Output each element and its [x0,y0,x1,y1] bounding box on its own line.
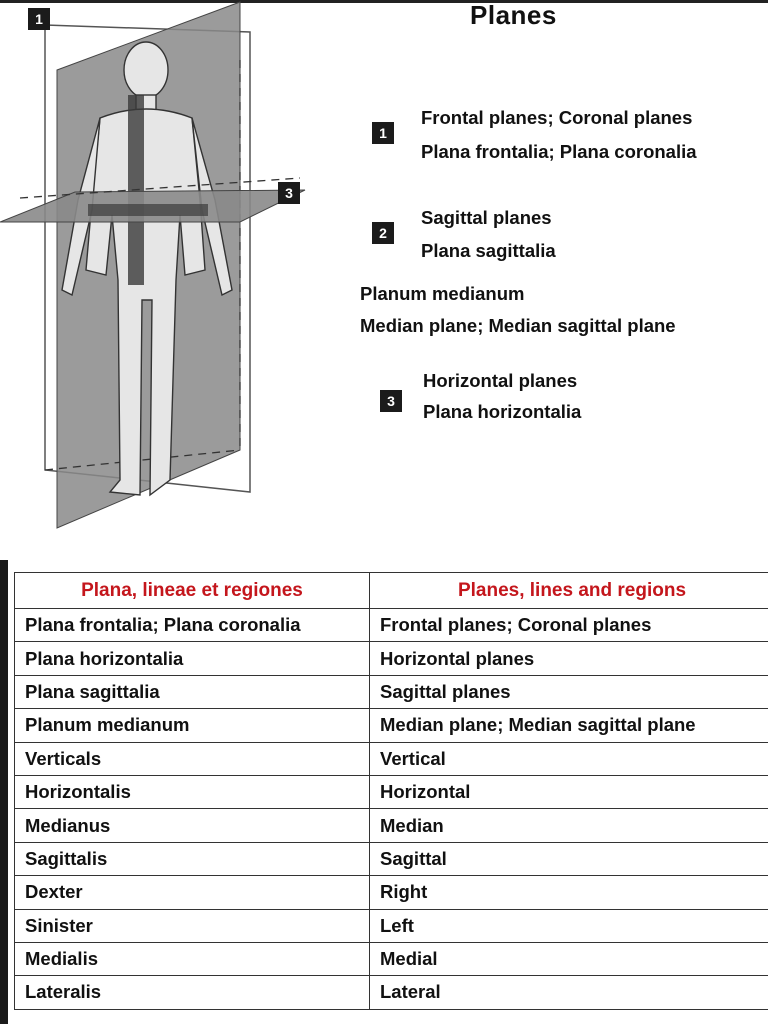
legend-median-line1: Planum medianum [360,283,525,304]
header-english: Planes, lines and regions [369,572,768,609]
cell-latin: Dexter [14,875,370,910]
legend-horizontal-line2: Plana horizontalia [423,401,582,422]
cell-english: Vertical [369,741,768,776]
left-edge-border [0,560,8,1024]
cell-english: Frontal planes; Coronal planes [369,607,768,643]
cell-latin: Plana frontalia; Plana coronalia [14,607,370,643]
legend-frontal-line2: Plana frontalia; Plana coronalia [421,141,697,162]
cell-english: Horizontal [369,774,768,810]
legend-sagittal-line2: Plana sagittalia [421,240,556,261]
cell-latin: Lateralis [14,975,370,1010]
badge-horizontal-plane: 3 [278,182,300,204]
terminology-table-container: Plana, lineae et regiones Planes, lines … [14,572,768,1010]
legend-number-1: 1 [372,122,394,144]
terminology-table: Plana, lineae et regiones Planes, lines … [14,572,768,1010]
legend-number-3: 3 [380,390,402,412]
cell-english: Median [369,808,768,843]
page-title: Planes [470,0,557,30]
cell-latin: Plana horizontalia [14,641,370,676]
cell-english: Horizontal planes [369,641,768,676]
cell-latin: Medianus [14,808,370,843]
cell-english: Medial [369,941,768,977]
legend-number-2: 2 [372,222,394,244]
cell-latin: Medialis [14,941,370,977]
table-header-row: Plana, lineae et regiones Planes, lines … [14,572,768,609]
cell-english: Sagittal [369,841,768,877]
cell-latin: Horizontalis [14,774,370,810]
cell-english: Median plane; Median sagittal plane [369,708,768,743]
legend-median-line2: Median plane; Median sagittal plane [360,315,676,336]
header-latin: Plana, lineae et regiones [14,572,370,609]
anatomical-planes-figure: 1 3 [0,0,320,540]
cell-english: Sagittal planes [369,674,768,710]
cell-latin: Sinister [14,908,370,943]
cell-english: Right [369,875,768,910]
badge-frontal-plane: 1 [28,8,50,30]
cell-english: Left [369,908,768,943]
cell-english: Lateral [369,975,768,1010]
cell-latin: Verticals [14,741,370,776]
legend-horizontal-line1: Horizontal planes [423,370,578,391]
cell-latin: Planum medianum [14,708,370,743]
legend-sagittal-line1: Sagittal planes [421,207,552,228]
planes-illustration [0,1,306,529]
legend-frontal-line1: Frontal planes; Coronal planes [421,107,693,128]
top-border [0,0,768,3]
cell-latin: Plana sagittalia [14,674,370,710]
cell-latin: Sagittalis [14,841,370,877]
